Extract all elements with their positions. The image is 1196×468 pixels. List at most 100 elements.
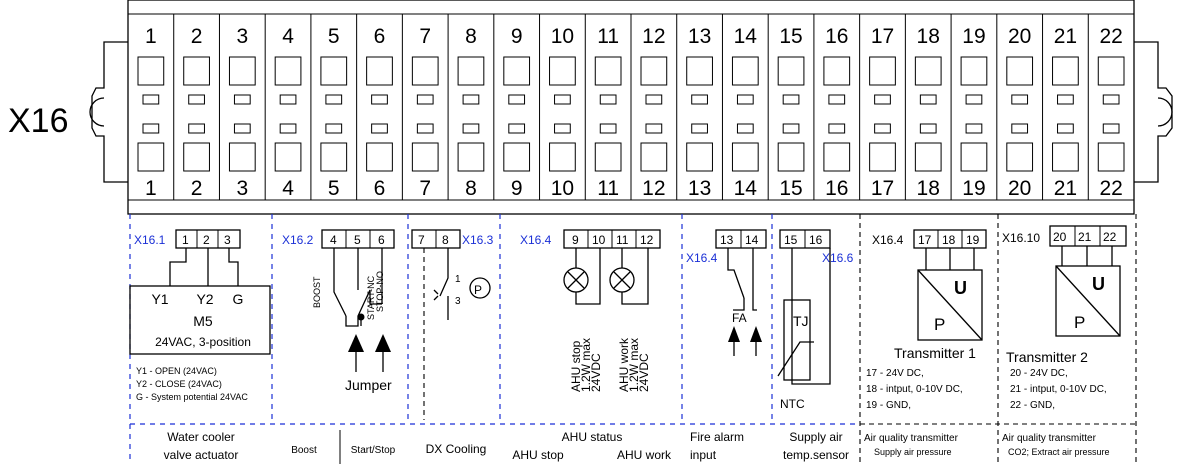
- release-slot: [1011, 123, 1029, 134]
- screw-slot-bottom: [411, 142, 439, 172]
- screw-slot-bottom: [594, 142, 622, 172]
- connector-x16-6: 15 16 X16.6: [779, 229, 854, 265]
- ahu-work-line: 1.2W max: [627, 338, 641, 392]
- boost-text: BOOST: [312, 276, 322, 308]
- terminal-7: 77: [401, 14, 439, 200]
- terminal-4: 44: [264, 14, 302, 200]
- p-symbol: P: [934, 315, 945, 334]
- caption-fire: Fire alarm: [690, 430, 744, 444]
- terminal-number-bottom: 14: [734, 177, 758, 200]
- note-line: Y2 - CLOSE (24VAC): [136, 379, 222, 389]
- terminal-block: 1122334455667788991010111112121313141415…: [127, 0, 1135, 215]
- terminal-number-bottom: 1: [145, 177, 157, 200]
- fa-label: FA: [732, 311, 747, 325]
- release-slot: [919, 94, 937, 105]
- terminal-number-top: 10: [551, 25, 574, 48]
- release-slot: [462, 123, 480, 134]
- note-line: 20 - 24V DC,: [1010, 368, 1068, 379]
- pin: 12: [640, 233, 654, 247]
- screw-slot-top: [914, 56, 942, 86]
- screw-slot-bottom: [823, 142, 851, 172]
- terminal-number-bottom: 15: [779, 177, 802, 200]
- pin: 1: [182, 233, 189, 247]
- terminal-number-bottom: 20: [1008, 177, 1031, 200]
- p-symbol: P: [1074, 313, 1085, 332]
- connector-tag: X16.4: [686, 251, 718, 265]
- release-slot: [599, 123, 617, 134]
- release-slot: [188, 123, 205, 134]
- screw-slot-top: [777, 56, 805, 86]
- terminal-number-bottom: 5: [328, 177, 340, 200]
- caption-aq1: Air quality transmitter: [864, 433, 959, 444]
- pin: 3: [224, 233, 231, 247]
- screw-slot-top: [1006, 56, 1034, 86]
- connector-tag: X16.3: [462, 233, 494, 247]
- caption-water: valve actuator: [164, 448, 239, 462]
- release-slot: [599, 94, 617, 105]
- footer-captions: Water cooler valve actuator Boost Start/…: [164, 430, 1110, 464]
- terminal-number-top: 21: [1054, 25, 1077, 48]
- screw-slot-bottom: [503, 142, 531, 172]
- note-line: 22 - GND,: [1010, 400, 1055, 411]
- screw-slot-bottom: [960, 142, 988, 172]
- y1-label: Y1: [151, 291, 168, 307]
- pin: 5: [354, 233, 361, 247]
- ahu-stop-line: AHU stop: [569, 340, 583, 392]
- caption-supply: Supply air: [789, 430, 842, 444]
- terminal-number-top: 2: [191, 25, 203, 48]
- screw-slot-bottom: [686, 142, 713, 172]
- screw-slot-top: [549, 56, 576, 86]
- terminal-number-top: 4: [282, 25, 294, 48]
- terminal-number-top: 8: [465, 25, 477, 48]
- screw-slot-top: [503, 56, 531, 86]
- release-slot: [874, 123, 891, 134]
- release-slot: [965, 123, 983, 134]
- connector-tag: X16.1: [134, 233, 166, 247]
- pin: 2: [203, 233, 210, 247]
- terminal-number-bottom: 21: [1054, 177, 1077, 200]
- screw-slot-top: [1097, 56, 1125, 86]
- fire-alarm-contact: FA: [727, 248, 762, 356]
- terminal-9: 99: [493, 14, 531, 200]
- caption-aq2: Air quality transmitter: [1002, 433, 1097, 444]
- release-slot: [188, 94, 205, 105]
- release-slot: [142, 94, 160, 105]
- terminal-number-top: 3: [236, 25, 248, 48]
- release-slot: [142, 123, 160, 134]
- terminal-number-top: 13: [688, 25, 711, 48]
- pin: 7: [418, 233, 425, 247]
- screw-slot-top: [960, 56, 988, 86]
- terminal-number-top: 5: [328, 25, 340, 48]
- terminal-number-top: 22: [1099, 25, 1122, 48]
- screw-slot-top: [183, 56, 210, 86]
- terminal-number-bottom: 3: [236, 177, 248, 200]
- screw-slot-bottom: [1006, 142, 1034, 172]
- connector-x16-2: X16.2 4 5 6: [282, 229, 395, 249]
- release-slot: [325, 123, 343, 134]
- jumper-label: Jumper: [345, 377, 392, 393]
- note-line: Y1 - OPEN (24VAC): [136, 366, 217, 376]
- pin: 4: [330, 233, 337, 247]
- screw-slot-bottom: [183, 142, 210, 172]
- y2-label: Y2: [196, 291, 213, 307]
- caption-dx: DX Cooling: [426, 442, 487, 456]
- terminal-number-bottom: 18: [917, 177, 940, 200]
- terminal-number-top: 1: [145, 25, 157, 48]
- screw-slot-top: [411, 56, 439, 86]
- caption-water: Water cooler: [167, 430, 235, 444]
- connector-x16-1: X16.1 1 2 3: [134, 229, 241, 249]
- connector-tag: X16.4: [520, 233, 552, 247]
- note-line: 19 - GND,: [866, 400, 911, 411]
- terminal-number-bottom: 6: [374, 177, 386, 200]
- transmitter-name: Transmitter 1: [894, 345, 976, 361]
- pin: 13: [720, 233, 734, 247]
- terminal-2: 22: [173, 14, 210, 200]
- screw-slot-top: [594, 56, 622, 86]
- pin: 21: [1078, 230, 1092, 244]
- caption-ahu-work: AHU work: [617, 448, 672, 462]
- release-slot: [645, 123, 663, 134]
